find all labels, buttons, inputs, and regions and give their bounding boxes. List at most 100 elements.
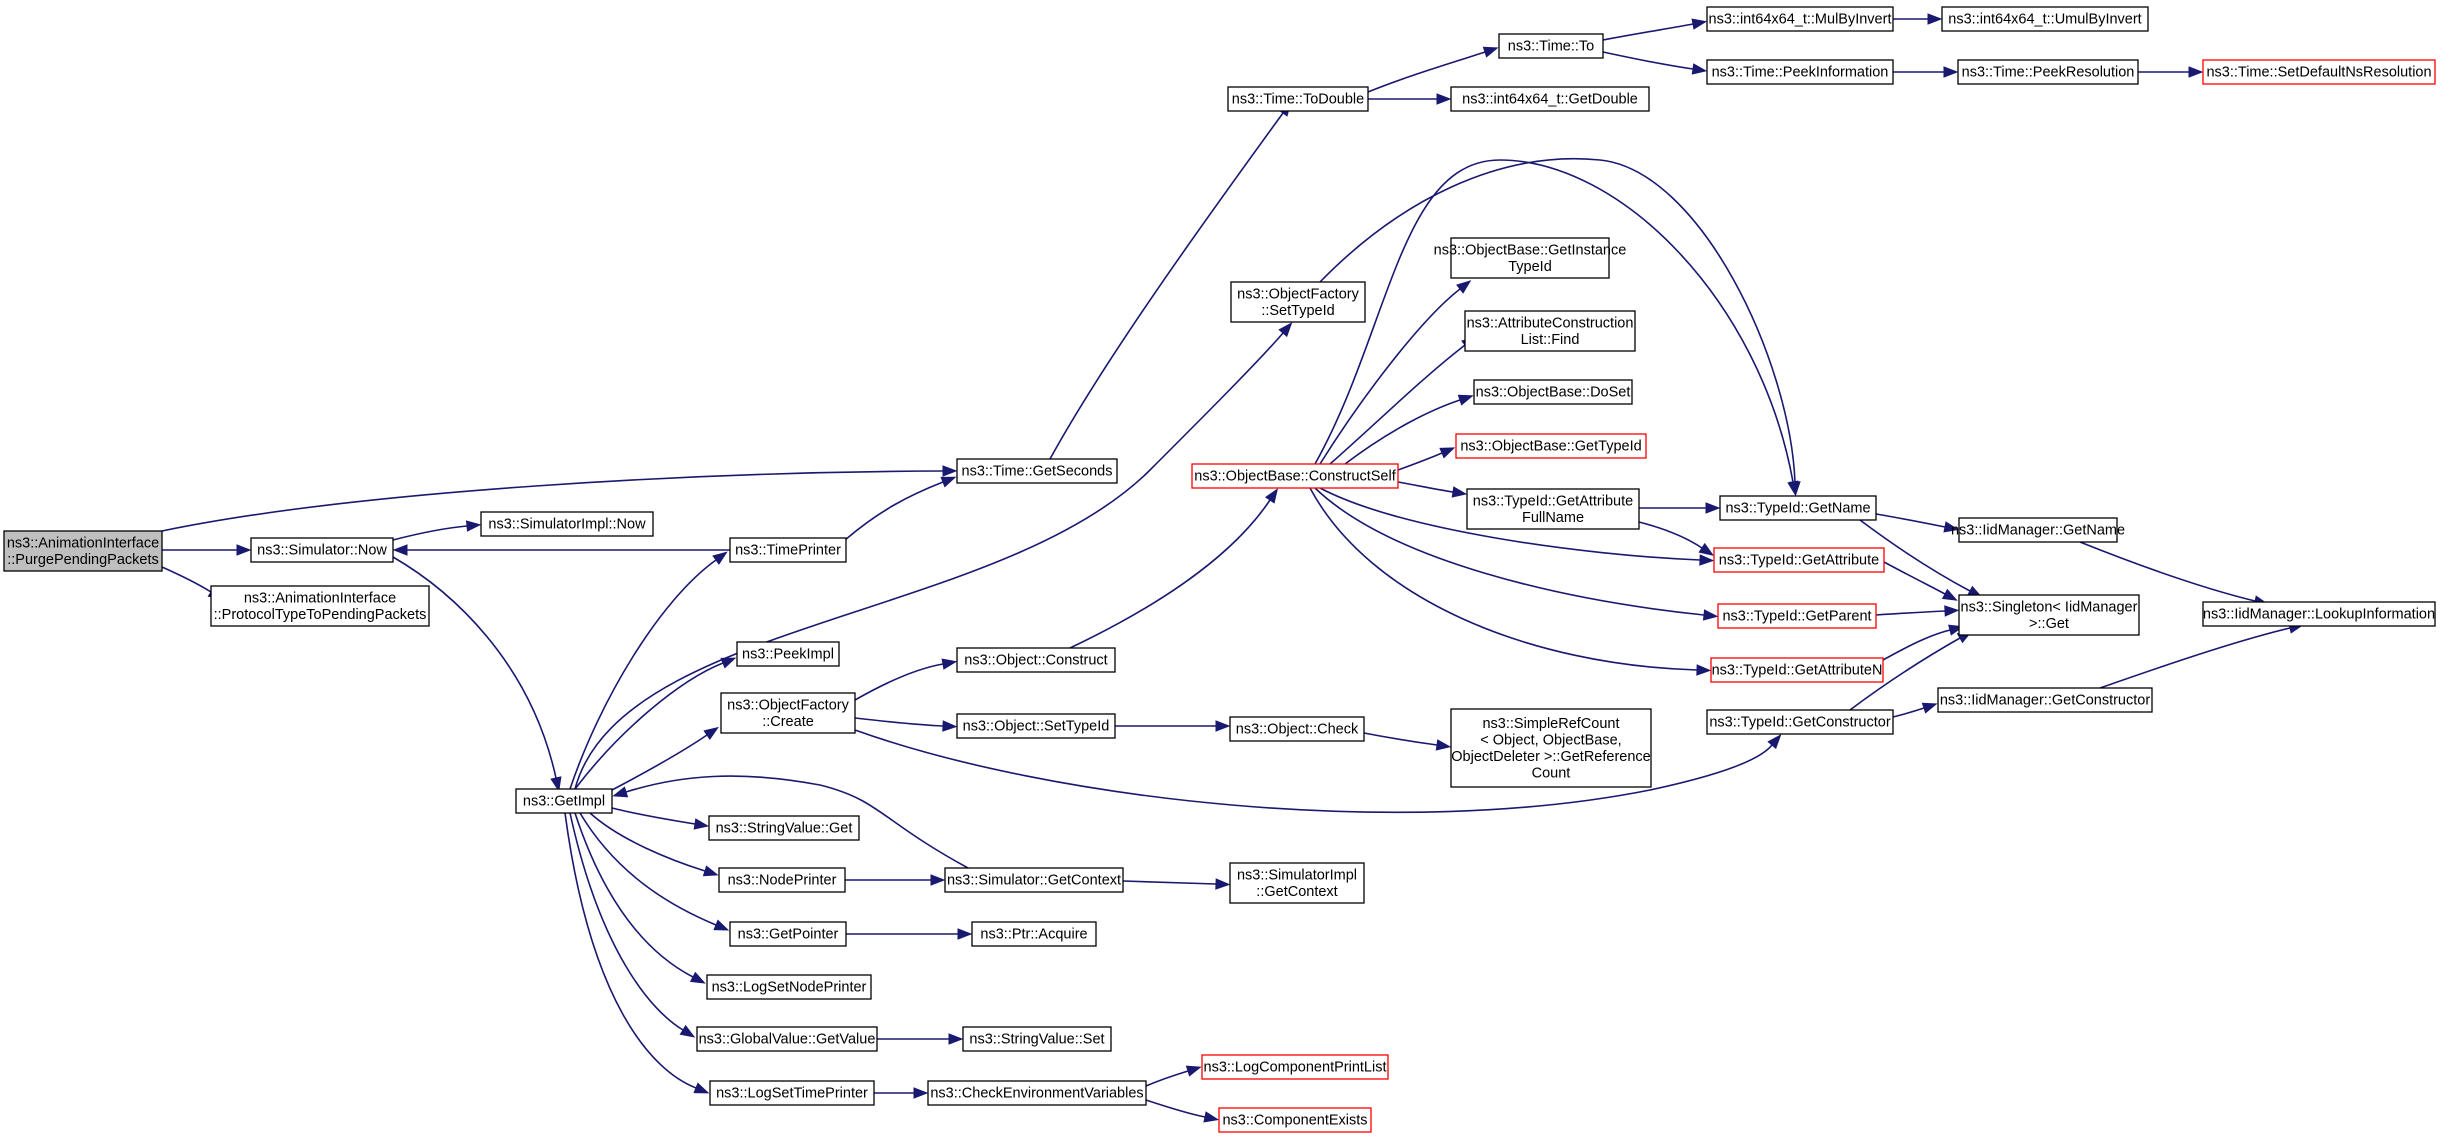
node-peekimpl[interactable]: ns3::PeekImpl <box>736 641 840 667</box>
node-int64-getdouble[interactable]: ns3::int64x64_t::GetDouble <box>1450 86 1650 112</box>
node-simulatorimpl-now[interactable]: ns3::SimulatorImpl::Now <box>480 511 654 537</box>
node-iidmanager-getconstructor[interactable]: ns3::IidManager::GetConstructor <box>1937 687 2153 713</box>
node-ptr-acquire[interactable]: ns3::Ptr::Acquire <box>971 921 1097 947</box>
node-object-settypeid[interactable]: ns3::Object::SetTypeId <box>956 713 1116 739</box>
node-objectfactory-create[interactable]: ns3::ObjectFactory::Create <box>720 692 856 734</box>
edge-typeid-getname-to-iidmanager-getname <box>1875 513 1960 533</box>
node-typeid-getparent[interactable]: ns3::TypeId::GetParent <box>1717 603 1877 629</box>
node-iidmanager-lookupinformation[interactable]: ns3::IidManager::LookupInformation <box>2202 601 2436 627</box>
arrowhead <box>236 544 252 556</box>
node-box <box>708 815 860 841</box>
edge-line <box>161 566 212 593</box>
node-label: ns3::TypeId::GetParent <box>1722 609 1871 625</box>
node-time-getseconds[interactable]: ns3::Time::GetSeconds <box>956 458 1118 484</box>
node-globalvalue-getvalue[interactable]: ns3::GlobalValue::GetValue <box>696 1026 878 1052</box>
node-box <box>1230 281 1366 323</box>
node-stringvalue-set[interactable]: ns3::StringValue::Set <box>962 1026 1112 1052</box>
node-int64-mulbyinvert[interactable]: ns3::int64x64_t::MulByInvert <box>1706 6 1894 32</box>
node-label: ns3::PeekImpl <box>742 647 834 663</box>
edge-line <box>854 729 1773 814</box>
edge-line <box>392 525 468 541</box>
node-simulator-now[interactable]: ns3::Simulator::Now <box>250 537 394 563</box>
node-stringvalue-get[interactable]: ns3::StringValue::Get <box>708 815 860 841</box>
node-box <box>971 921 1097 947</box>
edge-time-todouble-to-time-to <box>1367 46 1499 93</box>
edge-objectfactory-create-to-object-settypeid <box>854 717 958 732</box>
node-time-to[interactable]: ns3::Time::To <box>1498 33 1604 59</box>
node-simulatorimpl-getcontext[interactable]: ns3::SimulatorImpl::GetContext <box>1229 862 1365 904</box>
edge-line <box>1049 112 1284 460</box>
node-componentexists[interactable]: ns3::ComponentExists <box>1218 1107 1372 1133</box>
edge-getimpl-to-time-printer <box>569 551 728 790</box>
node-nodeprinter[interactable]: ns3::NodePrinter <box>718 867 846 893</box>
arrowhead <box>693 1082 710 1094</box>
arrowhead <box>1698 542 1715 556</box>
node-box <box>729 537 847 563</box>
node-simulator-getcontext[interactable]: ns3::Simulator::GetContext <box>944 867 1124 893</box>
node-time-setdefaultnsresolution[interactable]: ns3::Time::SetDefaultNsResolution <box>2202 59 2436 85</box>
node-label: ns3::IidManager::GetName <box>1951 523 2125 539</box>
node-time-peekresolution[interactable]: ns3::Time::PeekResolution <box>1957 59 2139 85</box>
edge-simulator-now-to-getimpl <box>392 556 562 793</box>
arrowhead <box>1215 720 1231 732</box>
node-objectbase-constructself[interactable]: ns3::ObjectBase::ConstructSelf <box>1191 463 1399 489</box>
edge-time-printer-to-simulator-now <box>392 544 730 556</box>
node-typeid-getname[interactable]: ns3::TypeId::GetName <box>1719 495 1877 521</box>
edge-time-getseconds-to-time-todouble <box>1049 101 1292 460</box>
arrowhead <box>465 520 482 532</box>
node-label: ns3::LogComponentPrintList <box>1204 1060 1387 1076</box>
arrowhead <box>1767 734 1782 750</box>
arrowhead <box>702 865 719 877</box>
node-box <box>729 921 847 947</box>
node-box <box>1227 86 1369 112</box>
edge-objectbase-constructself-to-attributeconstructionlist-find <box>1329 336 1477 465</box>
node-label: ns3::IidManager::LookupInformation <box>2203 607 2435 623</box>
node-checkenvironmentvariables[interactable]: ns3::CheckEnvironmentVariables <box>927 1080 1147 1106</box>
node-object-check[interactable]: ns3::Object::Check <box>1229 716 1365 742</box>
edge-simulator-getcontext-to-getimpl <box>612 775 969 869</box>
node-time-peekinformation[interactable]: ns3::Time::PeekInformation <box>1706 59 1894 85</box>
node-protocol-type-to-pending-packets[interactable]: ns3::AnimationInterface::ProtocolTypeToP… <box>210 585 430 627</box>
node-typeid-getconstructor[interactable]: ns3::TypeId::GetConstructor <box>1706 709 1894 735</box>
node-logsettimeprinter[interactable]: ns3::LogSetTimePrinter <box>709 1080 875 1106</box>
node-typeid-getattributen[interactable]: ns3::TypeId::GetAttributeN <box>1710 657 1884 683</box>
node-logsetnodeprinter[interactable]: ns3::LogSetNodePrinter <box>706 974 872 1000</box>
node-getimpl[interactable]: ns3::GetImpl <box>515 788 613 814</box>
node-objectbase-gettypeid[interactable]: ns3::ObjectBase::GetTypeId <box>1455 433 1647 459</box>
node-label: ns3::SimulatorImpl <box>1237 867 1357 883</box>
arrowhead <box>1944 605 1960 617</box>
node-time-printer[interactable]: ns3::TimePrinter <box>729 537 847 563</box>
arrowhead <box>1702 609 1719 621</box>
node-logcomponentprintlist[interactable]: ns3::LogComponentPrintList <box>1201 1054 1389 1080</box>
node-typeid-getattribute[interactable]: ns3::TypeId::GetAttribute <box>1713 547 1885 573</box>
node-box <box>1706 59 1894 85</box>
node-objectbase-doset[interactable]: ns3::ObjectBase::DoSet <box>1473 379 1633 405</box>
node-singleton-get[interactable]: ns3::Singleton< IidManager >::Get <box>1958 594 2140 636</box>
call-edges <box>161 13 2304 1123</box>
arrowhead <box>940 476 957 488</box>
node-simplerefcount-getreferencecount[interactable]: ns3::SimpleRefCount< Object, ObjectBase,… <box>1450 708 1652 788</box>
arrowhead <box>392 544 408 556</box>
node-label: ns3::Ptr::Acquire <box>980 927 1087 943</box>
node-time-todouble[interactable]: ns3::Time::ToDouble <box>1227 86 1369 112</box>
arrowhead <box>1705 502 1721 514</box>
node-box <box>1498 33 1604 59</box>
arrowhead <box>1439 447 1456 459</box>
edge-line <box>1875 610 1946 616</box>
node-iidmanager-getname[interactable]: ns3::IidManager::GetName <box>1951 517 2125 543</box>
edge-line <box>844 481 944 541</box>
node-getpointer[interactable]: ns3::GetPointer <box>729 921 847 947</box>
edge-logsettimeprinter-to-checkenvironmentvariables <box>874 1087 929 1099</box>
node-label: List::Find <box>1521 332 1580 348</box>
node-int64-umulbyinvert[interactable]: ns3::int64x64_t::UmulByInvert <box>1941 6 2149 32</box>
node-box <box>1229 862 1365 904</box>
node-purge-pending-packets[interactable]: ns3::AnimationInterface::PurgePendingPac… <box>3 530 163 572</box>
arrowhead <box>930 874 946 886</box>
node-object-construct[interactable]: ns3::Object::Construct <box>956 647 1116 673</box>
edge-line <box>1602 51 1694 70</box>
arrowhead <box>1451 486 1468 498</box>
node-objectfactory-settypeid[interactable]: ns3::ObjectFactory::SetTypeId <box>1230 281 1366 323</box>
